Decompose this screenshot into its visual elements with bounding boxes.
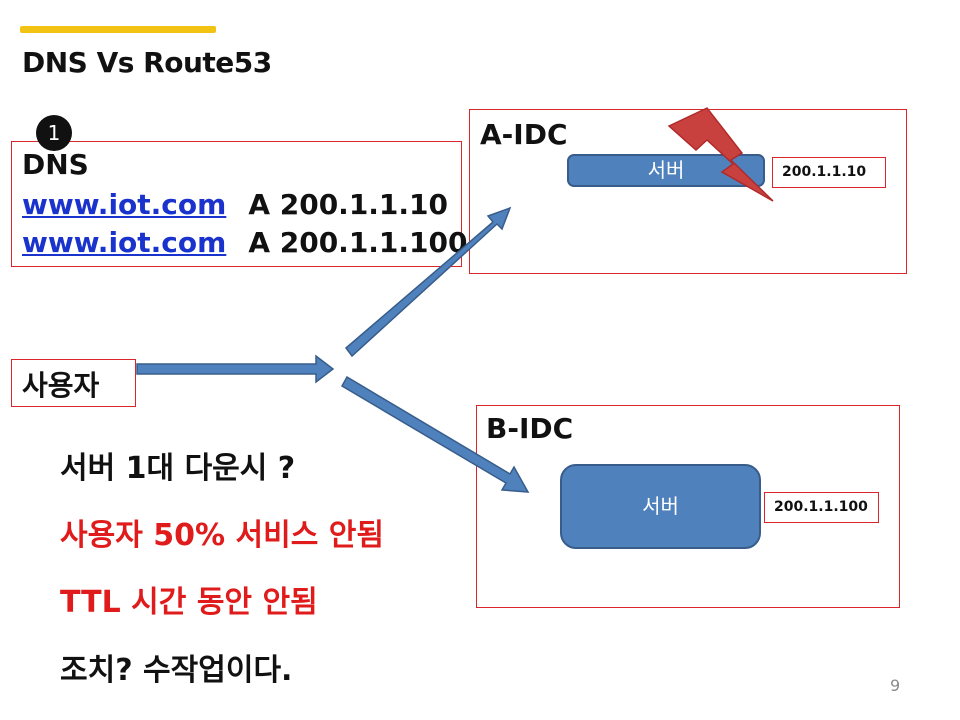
a-idc-label: A-IDC bbox=[480, 118, 568, 151]
title-accent-bar bbox=[20, 26, 216, 33]
b-idc-server: 서버 bbox=[560, 464, 761, 549]
dns-record-value: A 200.1.1.100 bbox=[248, 226, 468, 259]
b-idc-label: B-IDC bbox=[486, 412, 574, 445]
dns-record-row: www.iot.com A 200.1.1.100 bbox=[22, 226, 468, 259]
page-number: 9 bbox=[890, 676, 901, 695]
dns-record-box bbox=[11, 141, 462, 267]
user-label: 사용자 bbox=[22, 369, 100, 402]
arrow-to-b-idc bbox=[340, 375, 530, 493]
note-server-down: 서버 1대 다운시 ? bbox=[60, 451, 296, 486]
arrow-to-a-idc bbox=[344, 206, 512, 358]
a-idc-ip-label: 200.1.1.10 bbox=[772, 157, 886, 188]
dns-record-row: www.iot.com A 200.1.1.10 bbox=[22, 188, 448, 221]
note-manual-action: 조치? 수작업이다. bbox=[60, 653, 293, 688]
user-to-router-arrow bbox=[136, 354, 335, 384]
note-ttl-outage: TTL 시간 동안 안됨 bbox=[60, 585, 318, 620]
slide-title: DNS Vs Route53 bbox=[22, 46, 272, 79]
b-idc-ip-label: 200.1.1.100 bbox=[764, 492, 879, 523]
dns-heading: DNS bbox=[22, 148, 89, 181]
step-number-badge: 1 bbox=[36, 115, 72, 151]
user-box bbox=[11, 359, 136, 407]
note-service-outage: 사용자 50% 서비스 안됨 bbox=[60, 518, 384, 553]
lightning-bolt-icon bbox=[667, 107, 774, 202]
dns-record-domain-link[interactable]: www.iot.com bbox=[22, 188, 227, 221]
dns-record-value: A 200.1.1.10 bbox=[248, 188, 449, 221]
dns-record-domain-link[interactable]: www.iot.com bbox=[22, 226, 227, 259]
